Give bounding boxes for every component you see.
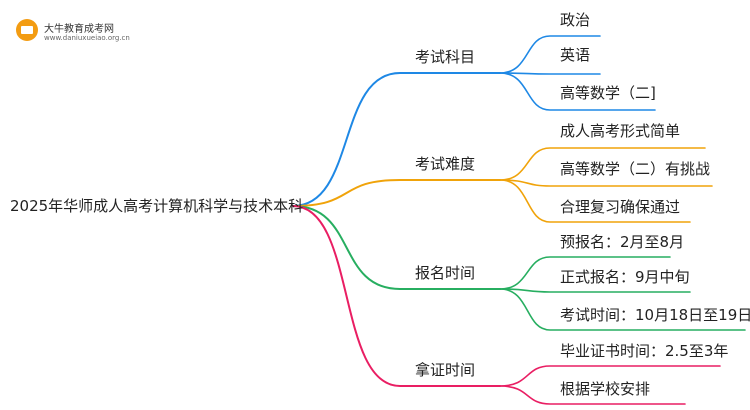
leaf-diploma-time: 毕业证书时间：2.5至3年 — [560, 342, 729, 360]
leaf-exam-time: 考试时间：10月18日至19日 — [560, 306, 750, 324]
branch-certificate: 拿证时间 — [415, 361, 476, 379]
branch-subjects: 考试科目 — [415, 48, 476, 66]
leaf-politics: 政治 — [560, 11, 591, 29]
leaf-school-arrangement: 根据学校安排 — [560, 380, 651, 398]
leaf-formal-registration: 正式报名：9月中旬 — [560, 268, 690, 286]
leaf-link-3-1 — [499, 385, 686, 405]
leaf-link-1-2 — [499, 179, 691, 223]
branch-link-0 — [292, 72, 501, 207]
leaf-link-1-1 — [499, 179, 713, 187]
leaf-link-2-0 — [499, 256, 671, 290]
leaf-link-0-2 — [499, 72, 656, 111]
logo-name: 大牛教育成考网 — [44, 24, 114, 35]
leaf-math-challenge: 高等数学（二）有挑战 — [560, 160, 711, 178]
branch-registration: 报名时间 — [415, 264, 476, 282]
leaf-english: 英语 — [560, 46, 591, 64]
branch-link-3 — [292, 205, 501, 387]
leaf-link-0-0 — [499, 35, 601, 74]
book-icon — [16, 19, 38, 41]
branch-difficulty: 考试难度 — [415, 155, 476, 173]
leaf-link-2-2 — [499, 288, 746, 331]
leaf-link-0-1 — [499, 72, 601, 75]
branch-link-2 — [292, 205, 501, 290]
leaf-link-2-1 — [499, 288, 691, 293]
site-logo: 大牛教育成考网 www.daniuxueiao.org.cn — [14, 16, 144, 48]
leaf-pre-registration: 预报名：2月至8月 — [560, 233, 685, 251]
leaf-link-3-0 — [499, 365, 721, 387]
leaf-review-pass: 合理复习确保通过 — [560, 198, 681, 216]
logo-url: www.daniuxueiao.org.cn — [44, 34, 130, 42]
leaf-format-simple: 成人高考形式简单 — [560, 122, 681, 140]
branch-link-1 — [292, 179, 501, 207]
leaf-link-1-0 — [499, 147, 706, 181]
root-topic: 2025年华师成人高考计算机科学与技术本科 — [10, 197, 304, 215]
leaf-math: 高等数学（二] — [560, 84, 656, 102]
